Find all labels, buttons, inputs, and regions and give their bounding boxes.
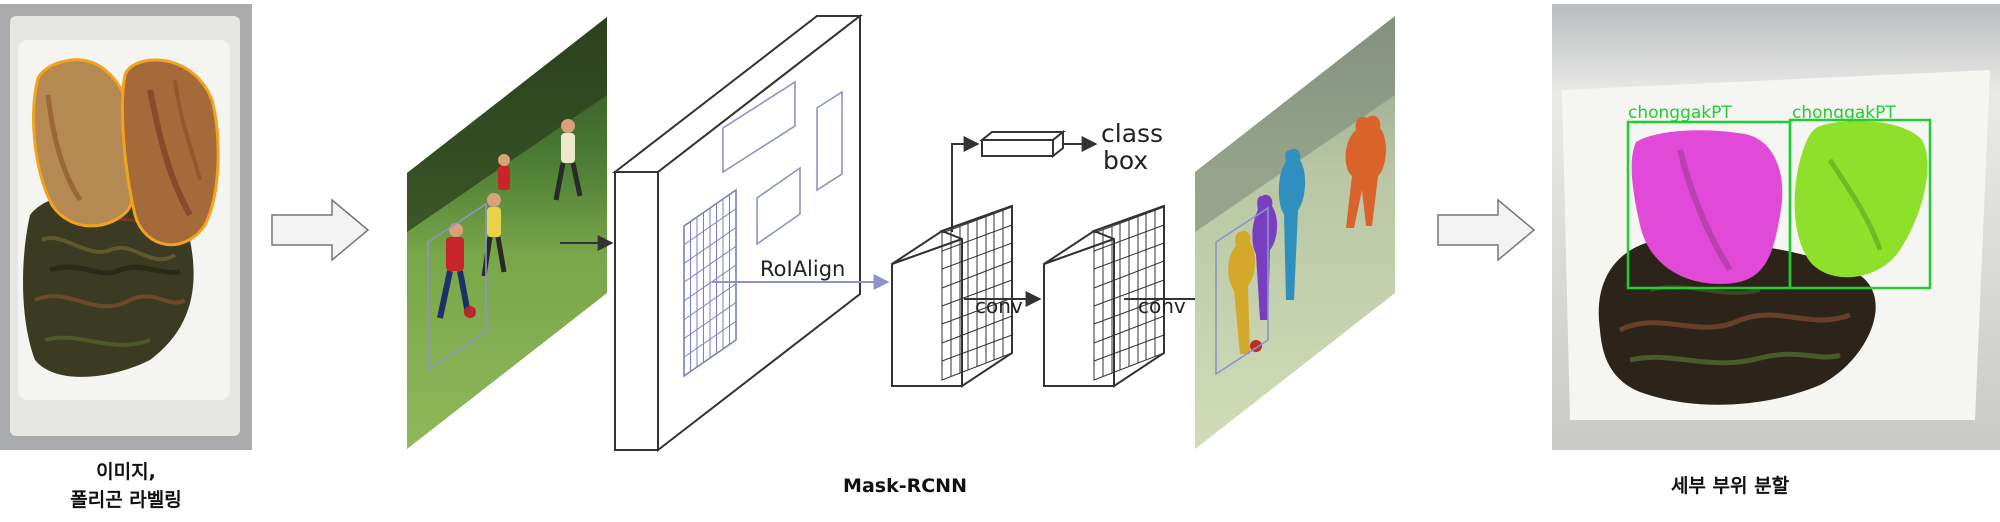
player-figure bbox=[553, 119, 583, 201]
player-figure bbox=[498, 154, 510, 190]
detection-label-2: chonggakPT bbox=[1792, 103, 1896, 123]
conv-label-1: conv bbox=[975, 294, 1023, 318]
flow-arrow-right-icon bbox=[271, 198, 370, 262]
input-caption-line-1: 이미지, bbox=[96, 461, 156, 483]
model-caption-text: Mask-RCNN bbox=[843, 475, 967, 497]
detection-box-2 bbox=[1788, 118, 1932, 290]
input-image-panel bbox=[0, 4, 252, 450]
soccer-output-masks bbox=[1195, 16, 1395, 449]
roi-box bbox=[427, 202, 487, 372]
class-output-label: class bbox=[1101, 119, 1163, 148]
conv-block-1 bbox=[891, 204, 1013, 388]
soccer-input-image bbox=[407, 17, 607, 449]
segmentation-result-panel: chonggakPT chonggakPT bbox=[1552, 4, 2000, 450]
input-caption-line-2: 폴리곤 라벨링 bbox=[70, 489, 182, 511]
roi-align-label: RoIAlign bbox=[760, 257, 845, 281]
segment-mask-magenta bbox=[1631, 130, 1783, 284]
player-figure bbox=[481, 193, 507, 277]
model-caption: Mask-RCNN bbox=[800, 472, 1010, 500]
player-figure bbox=[437, 223, 476, 319]
detection-label-1: chonggakPT bbox=[1628, 103, 1732, 123]
conv-block-2 bbox=[1043, 204, 1165, 388]
roi-grid bbox=[683, 188, 737, 378]
segment-mask-lime bbox=[1794, 120, 1928, 278]
input-caption: 이미지, 폴리곤 라벨링 bbox=[26, 458, 226, 514]
output-caption-text: 세부 부위 분할 bbox=[1670, 475, 1790, 497]
box-output-label: box bbox=[1103, 146, 1148, 175]
fc-head-block bbox=[979, 129, 1066, 159]
flow-arrow-right-icon bbox=[1437, 198, 1536, 262]
feature-map-block bbox=[612, 13, 863, 453]
output-caption: 세부 부위 분할 bbox=[1620, 472, 1840, 500]
conv-label-2: conv bbox=[1138, 294, 1186, 318]
